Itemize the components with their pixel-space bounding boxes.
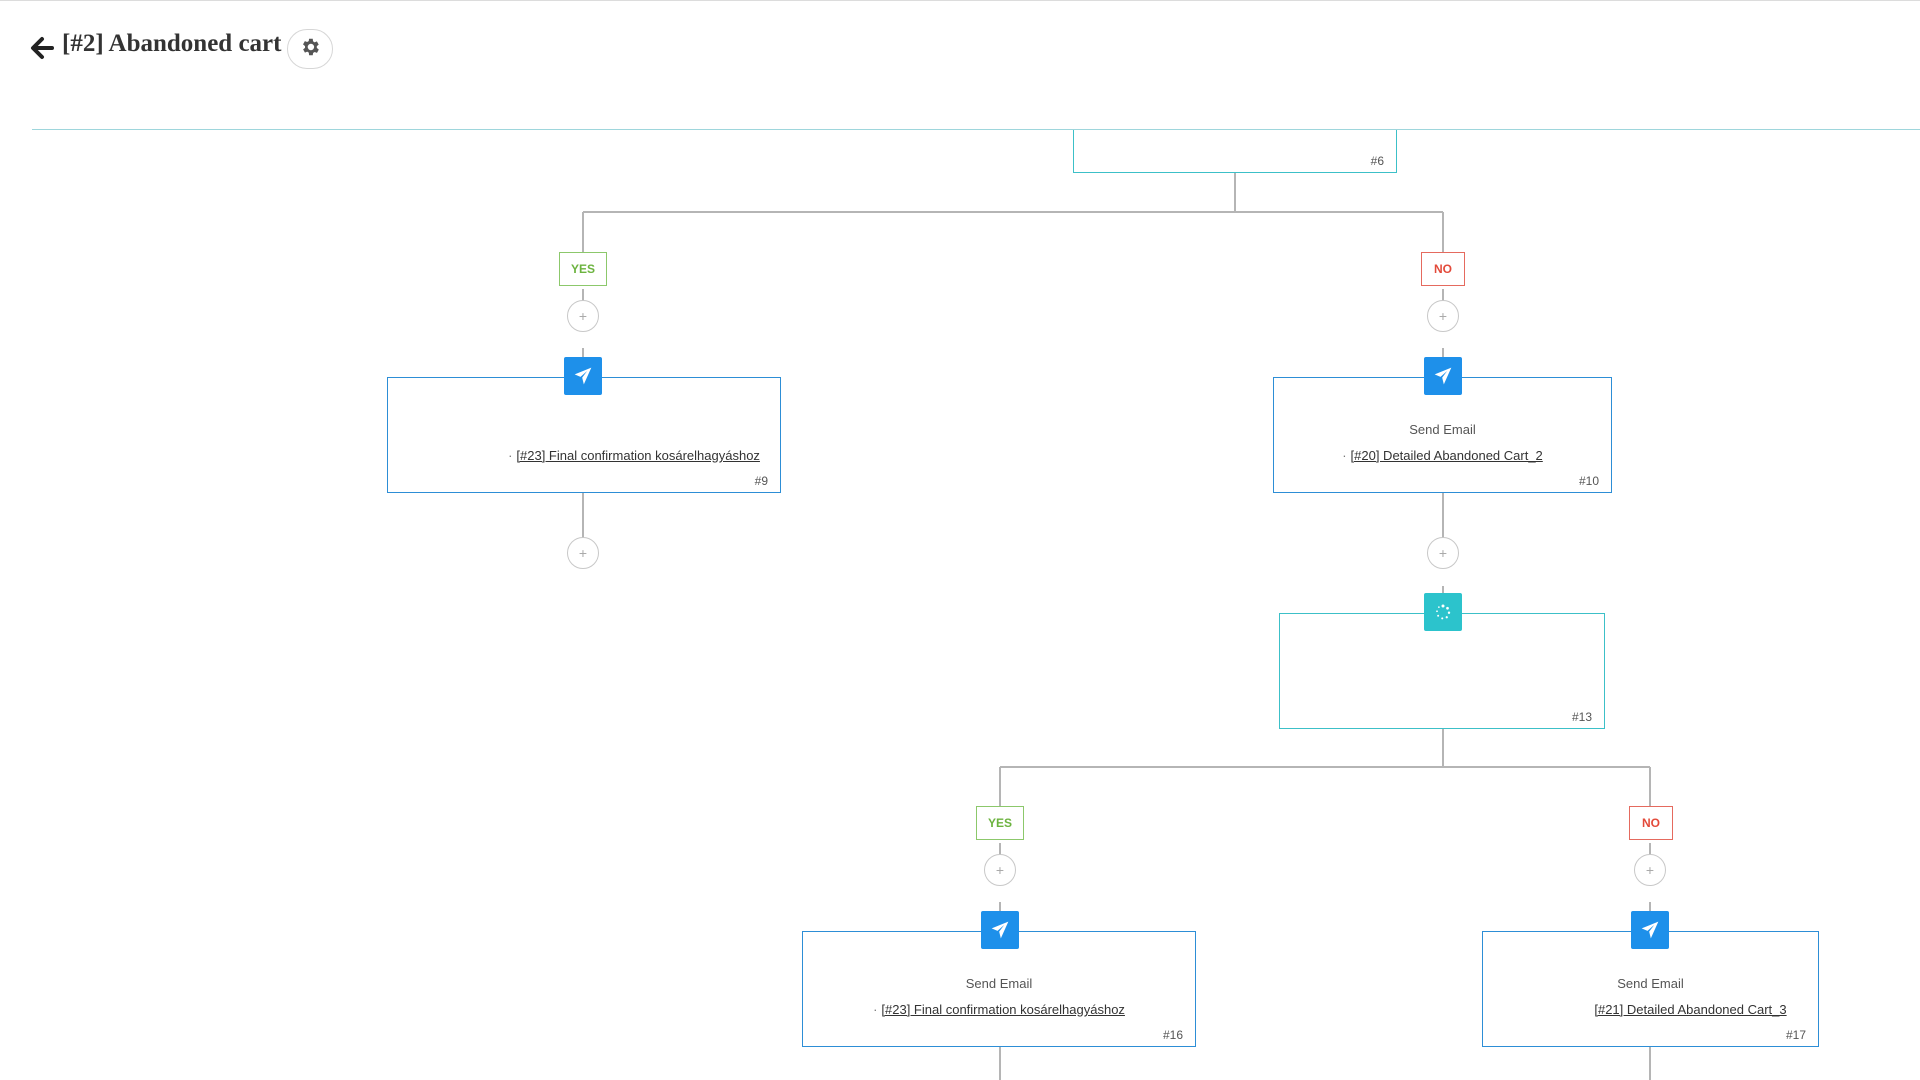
node-id: #9: [754, 474, 768, 488]
branch-no-badge: NO: [1629, 806, 1673, 840]
node-id: #6: [1370, 154, 1384, 168]
email-template-link-row: [#21] Detailed Abandoned Cart_3: [1483, 1002, 1818, 1017]
email-template-link[interactable]: [#23] Final confirmation kosárelhagyásho…: [516, 448, 760, 463]
back-arrow-icon[interactable]: [28, 34, 56, 62]
add-step-button[interactable]: +: [1427, 300, 1459, 332]
page-title: [#2] Abandoned cart: [62, 30, 282, 57]
node-type-label: Send Email: [965, 976, 1033, 991]
send-email-icon[interactable]: [564, 357, 602, 395]
bullet-dot: ·: [508, 448, 513, 463]
flow-canvas[interactable]: #6 YES NO + + ·[#23] Final confirmation …: [0, 130, 1920, 1080]
branch-yes-badge: YES: [559, 252, 607, 286]
add-step-button[interactable]: +: [984, 854, 1016, 886]
add-step-button[interactable]: +: [567, 537, 599, 569]
email-template-link[interactable]: [#23] Final confirmation kosárelhagyásho…: [881, 1002, 1125, 1017]
send-email-icon[interactable]: [981, 911, 1019, 949]
email-template-link[interactable]: [#20] Detailed Abandoned Cart_2: [1350, 448, 1543, 463]
email-template-link-row: ·[#20] Detailed Abandoned Cart_2: [1274, 448, 1611, 463]
node-type-label: Send Email: [1617, 976, 1684, 991]
send-email-icon[interactable]: [1424, 357, 1462, 395]
settings-button[interactable]: [287, 29, 333, 69]
branch-yes-badge: YES: [976, 806, 1024, 840]
bullet-dot: ·: [1342, 448, 1347, 463]
flow-node-9[interactable]: ·[#23] Final confirmation kosárelhagyásh…: [387, 377, 781, 493]
node-id: #17: [1785, 1028, 1806, 1042]
page-header: [#2] Abandoned cart: [0, 0, 1920, 130]
add-step-button[interactable]: +: [1427, 537, 1459, 569]
header-divider: [32, 129, 1920, 130]
add-step-button[interactable]: +: [567, 300, 599, 332]
top-border: [0, 0, 1920, 1]
node-id: #16: [1162, 1028, 1183, 1042]
flow-node-13[interactable]: #13: [1279, 613, 1605, 729]
branch-no-badge: NO: [1421, 252, 1465, 286]
send-email-icon[interactable]: [1631, 911, 1669, 949]
email-template-link-row: ·[#23] Final confirmation kosárelhagyásh…: [803, 1002, 1195, 1017]
node-id: #13: [1571, 710, 1592, 724]
bullet-dot: ·: [873, 1002, 878, 1017]
flow-node-17[interactable]: Send Email [#21] Detailed Abandoned Cart…: [1482, 931, 1819, 1047]
condition-icon[interactable]: [1424, 593, 1462, 631]
add-step-button[interactable]: +: [1634, 854, 1666, 886]
email-template-link-row: ·[#23] Final confirmation kosárelhagyásh…: [388, 448, 780, 463]
node-type-label: Send Email: [1409, 422, 1476, 437]
flow-node-6[interactable]: #6: [1073, 130, 1397, 173]
flow-node-10[interactable]: Send Email ·[#20] Detailed Abandoned Car…: [1273, 377, 1612, 493]
gear-icon: [299, 36, 321, 63]
flow-node-16[interactable]: Send Email ·[#23] Final confirmation kos…: [802, 931, 1196, 1047]
node-id: #10: [1578, 474, 1599, 488]
email-template-link[interactable]: [#21] Detailed Abandoned Cart_3: [1594, 1002, 1787, 1017]
